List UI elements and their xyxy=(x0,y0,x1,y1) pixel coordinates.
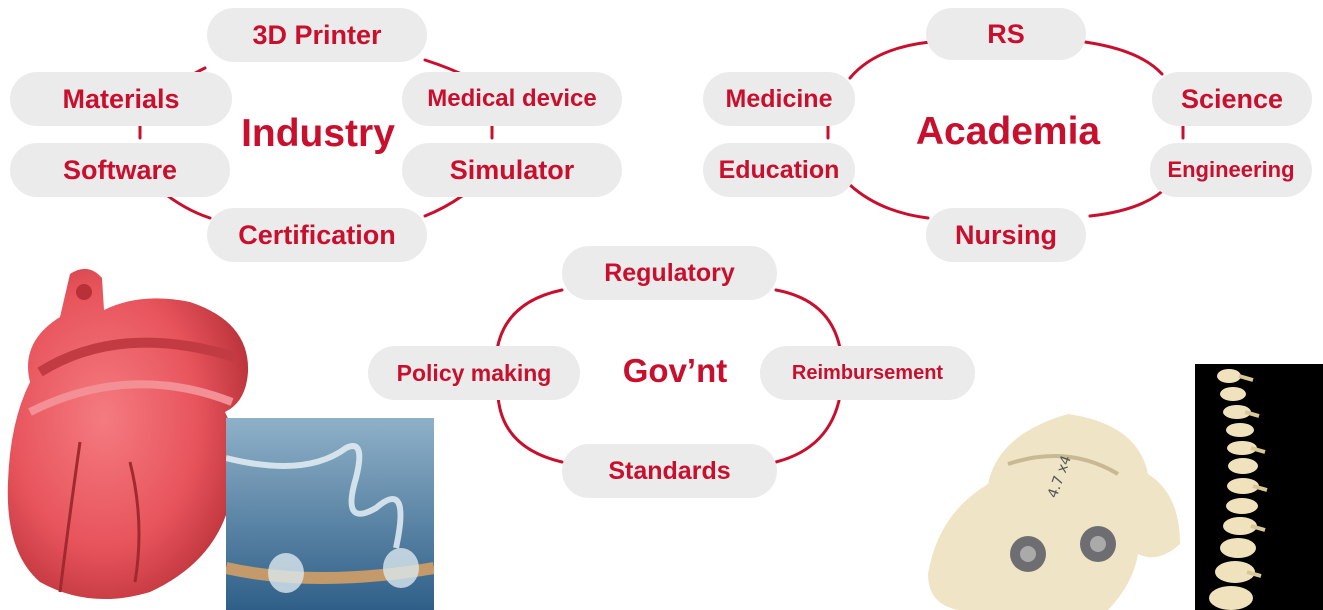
vertebra-model-photo: 4.7 x4 xyxy=(918,404,1188,610)
node-regulatory: Regulatory xyxy=(562,246,777,300)
node-reimbursement: Reimbursement xyxy=(760,346,975,400)
node-education: Education xyxy=(703,143,855,197)
node-certification: Certification xyxy=(207,208,427,262)
node-standards: Standards xyxy=(562,444,777,498)
node-materials: Materials xyxy=(10,72,232,126)
academia-title: Academia xyxy=(915,110,1101,153)
industry-title: Industry xyxy=(241,112,395,155)
node-engineering: Engineering xyxy=(1150,143,1312,197)
node-rs: RS xyxy=(926,8,1086,60)
node-3d-printer: 3D Printer xyxy=(207,8,427,62)
node-medicine: Medicine xyxy=(703,72,855,126)
node-policy-making: Policy making xyxy=(368,346,580,400)
node-medical-device: Medical device xyxy=(402,72,622,126)
node-science: Science xyxy=(1152,72,1312,126)
vascular-model-photo xyxy=(226,418,434,610)
spine-model-photo xyxy=(1195,364,1323,610)
node-simulator: Simulator xyxy=(402,143,622,197)
heart-model-photo xyxy=(0,262,268,610)
node-software: Software xyxy=(10,143,230,197)
government-title: Gov’nt xyxy=(622,352,728,389)
node-nursing: Nursing xyxy=(926,208,1086,262)
